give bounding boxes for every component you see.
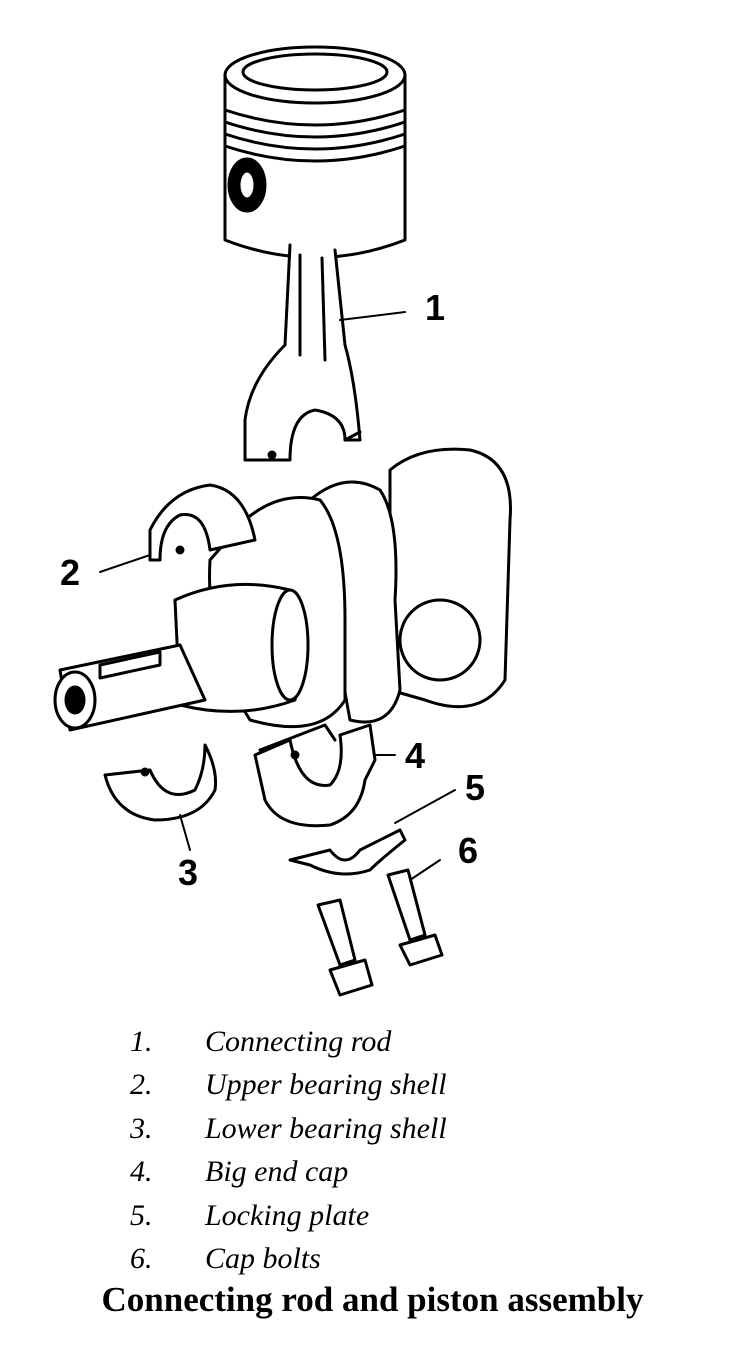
callout-6: 6 xyxy=(458,830,479,871)
legend-item: 2. Upper bearing shell xyxy=(130,1064,730,1108)
crankshaft xyxy=(53,447,512,732)
legend-item: 1. Connecting rod xyxy=(130,1020,730,1064)
legend-number: 1. xyxy=(130,1024,153,1058)
legend-label: Big end cap xyxy=(205,1155,349,1189)
legend-item: 6. Cap bolts xyxy=(130,1238,730,1282)
legend-item: 5. Locking plate xyxy=(130,1194,730,1238)
cap-bolts xyxy=(316,868,444,997)
callout-3: 3 xyxy=(178,852,199,893)
piston xyxy=(223,45,407,259)
figure-caption: Connecting rod and piston assembly xyxy=(101,1280,644,1319)
big-end-cap xyxy=(253,723,377,828)
locking-plate xyxy=(288,828,407,876)
legend-label: Locking plate xyxy=(205,1198,370,1232)
legend-item: 4. Big end cap xyxy=(130,1151,730,1195)
connecting-rod xyxy=(243,243,362,462)
legend-number: 5. xyxy=(130,1198,153,1232)
leader-lines xyxy=(99,311,456,881)
lower-bearing-shell xyxy=(103,743,217,822)
legend-number: 6. xyxy=(130,1242,153,1276)
callout-2: 2 xyxy=(60,552,81,593)
legend-number: 3. xyxy=(130,1111,153,1145)
exploded-assembly-diagram xyxy=(53,45,512,997)
callout-4: 4 xyxy=(405,735,426,776)
legend-number: 2. xyxy=(130,1068,153,1102)
legend-label: Connecting rod xyxy=(205,1024,392,1058)
legend-item: 3. Lower bearing shell xyxy=(130,1107,730,1151)
callout-1: 1 xyxy=(425,287,446,328)
callout-5: 5 xyxy=(465,767,486,808)
legend-number: 4. xyxy=(130,1155,153,1189)
upper-bearing-shell xyxy=(148,483,257,562)
legend-label: Lower bearing shell xyxy=(205,1111,447,1145)
legend: 1. Connecting rod 2. Upper bearing shell 3… xyxy=(130,1020,730,1281)
legend-label: Cap bolts xyxy=(205,1242,321,1276)
legend-label: Upper bearing shell xyxy=(205,1068,447,1102)
